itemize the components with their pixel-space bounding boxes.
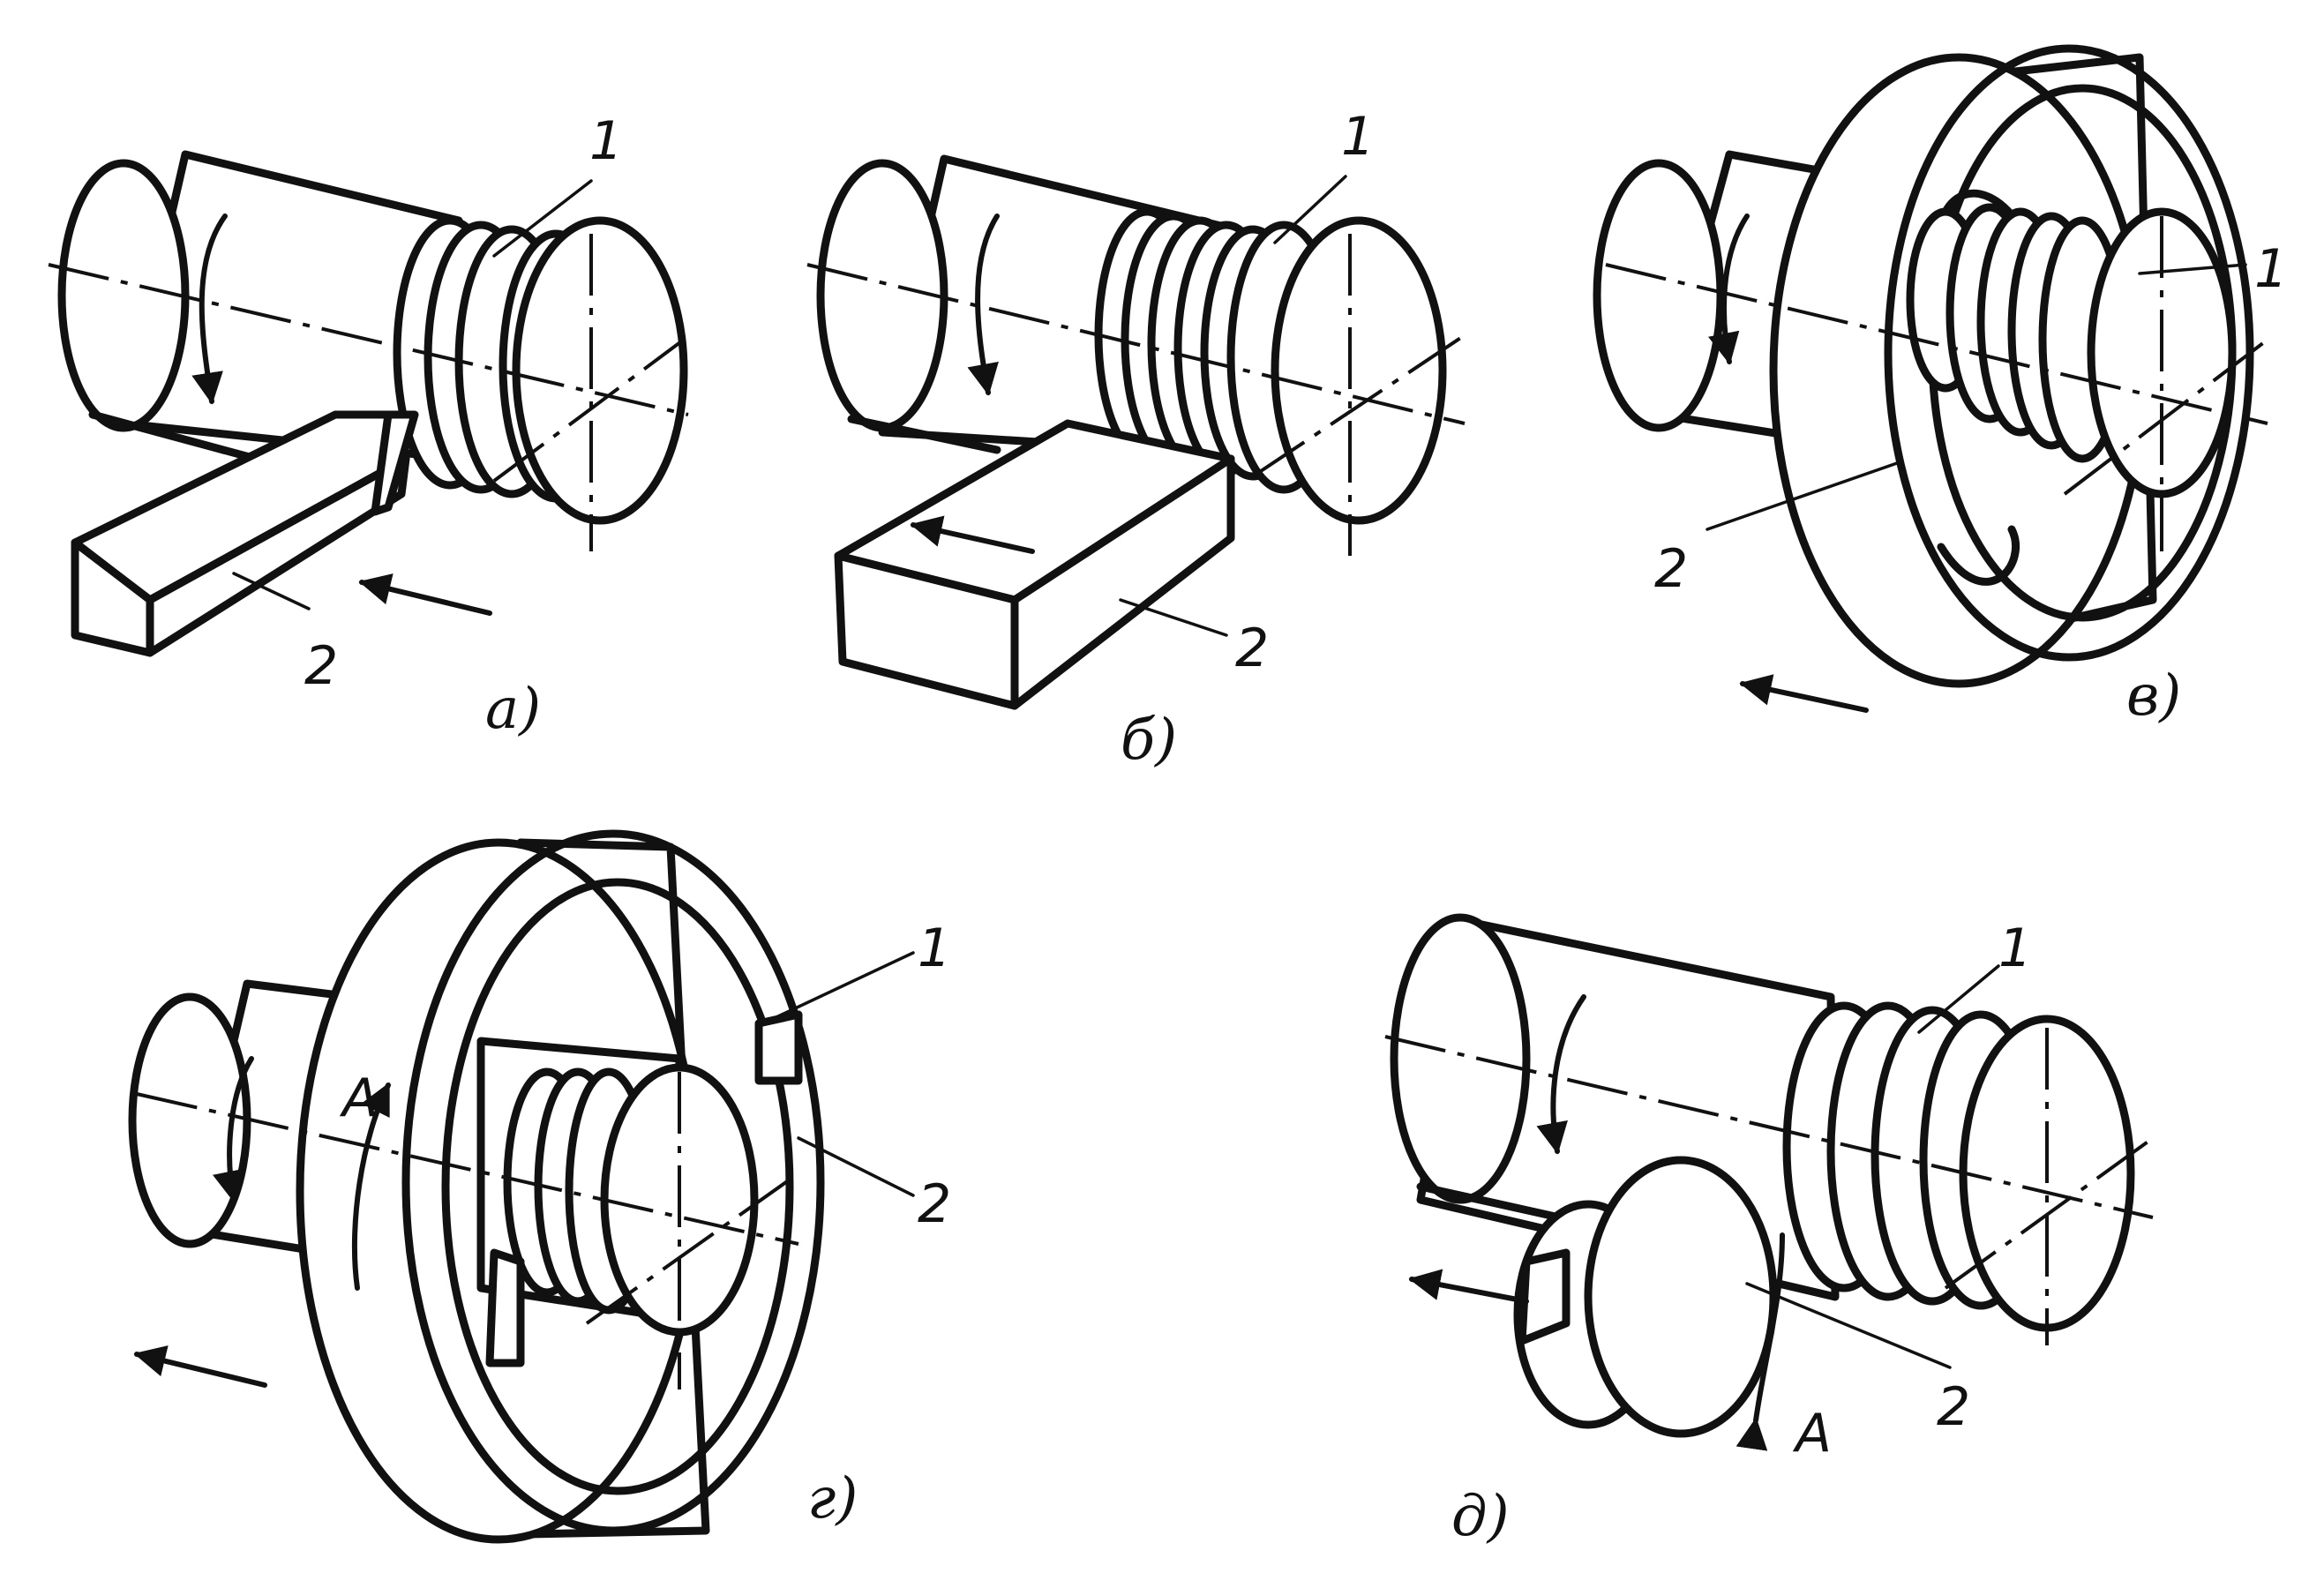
label-2: 2	[1235, 618, 1269, 679]
rotation-arrow	[1708, 213, 1750, 365]
feed-arrow	[133, 1345, 267, 1388]
label-2: 2	[304, 635, 338, 697]
center-axis	[1605, 263, 2268, 425]
cutter-insert	[485, 1010, 803, 1367]
panel-b: 1 2 б)	[806, 106, 1466, 773]
threaded-section	[1906, 203, 2237, 498]
rotation-arrow-a	[351, 1082, 391, 1291]
label-1: 1	[1998, 918, 2032, 979]
label-2: 2	[1937, 1376, 1970, 1438]
thread-comb	[834, 419, 1235, 710]
leader-1	[1917, 964, 2000, 1034]
leader-1	[1273, 175, 1347, 244]
panel-a: 1 2 а)	[48, 110, 689, 742]
rotation-arrow	[967, 213, 1000, 396]
threaded-section	[476, 1037, 759, 1337]
panel-v: 1 2 в)	[1593, 44, 2288, 729]
center-axis	[1384, 1035, 2154, 1219]
caption-g: г)	[807, 1466, 858, 1532]
feed-arrow	[1739, 674, 1869, 713]
panel-g: 1 2 A г)	[128, 829, 951, 1544]
thread-cutter	[71, 410, 419, 657]
leader-2	[232, 572, 311, 610]
label-1: 1	[2254, 238, 2288, 300]
leader-2	[797, 1136, 915, 1197]
label-1: 1	[1341, 106, 1375, 168]
rotation-arrow	[213, 1056, 254, 1203]
rotation-arrow-a	[1736, 1232, 1785, 1451]
panel-d: 1 2 A д)	[1384, 913, 2155, 1549]
center-axis	[48, 263, 689, 416]
center-axis	[136, 1092, 799, 1246]
leader-2	[1119, 598, 1228, 637]
label-a: A	[1792, 1403, 1832, 1464]
feed-arrow	[910, 515, 1035, 554]
feed-arrow	[1408, 1269, 1529, 1304]
caption-b: б)	[1121, 708, 1177, 773]
label-1: 1	[918, 918, 951, 979]
rotation-arrow	[1536, 994, 1586, 1155]
caption-d: д)	[1451, 1484, 1510, 1549]
leader-1	[492, 179, 593, 258]
whirling-cutter-disk	[1513, 1156, 1778, 1438]
label-1: 1	[589, 110, 623, 172]
leader-2	[1745, 1282, 1952, 1369]
feed-arrow	[358, 573, 492, 616]
center-axis	[806, 263, 1466, 425]
caption-v: в)	[2126, 663, 2181, 729]
leader-1	[761, 951, 915, 1025]
leader-1	[2138, 263, 2247, 275]
rotation-arrow	[191, 213, 228, 405]
leader-2	[1706, 461, 1899, 531]
label-2: 2	[918, 1173, 951, 1235]
label-a: A	[339, 1067, 379, 1129]
label-2: 2	[1654, 538, 1688, 600]
caption-a: а)	[485, 677, 541, 742]
